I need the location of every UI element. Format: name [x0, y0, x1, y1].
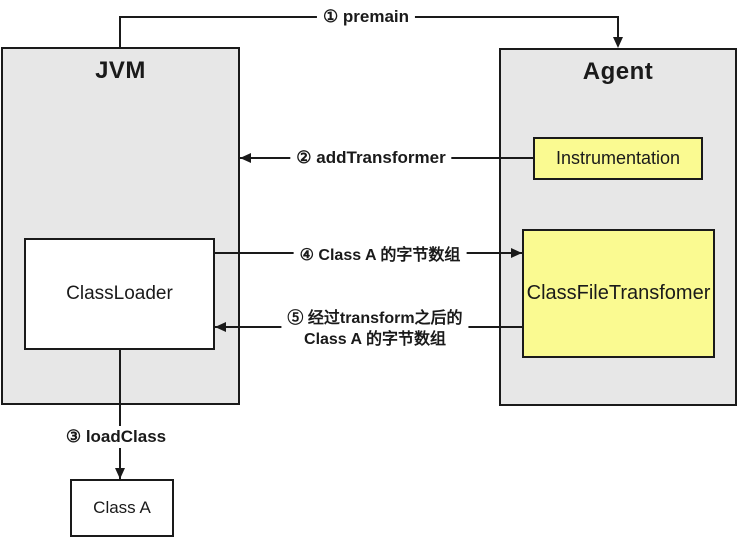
class-a-node-label: Class A	[93, 498, 151, 517]
transformed-bytes-label-line1: ⑤ 经过transform之后的	[287, 310, 463, 327]
classloader-node: ClassLoader	[24, 238, 215, 350]
class-a-node: Class A	[70, 479, 174, 537]
load-class-arrowhead-down-icon	[115, 468, 125, 479]
premain-arrow-label: ① premain	[316, 6, 416, 28]
classloader-node-label: ClassLoader	[66, 283, 173, 304]
jvm-title: JVM	[95, 57, 146, 84]
transformed-bytes-arrow-label: ⑤ 经过transform之后的 Class A 的字节数组	[281, 307, 469, 351]
agent-title: Agent	[582, 58, 654, 85]
class-a-bytes-arrow-label: ④ Class A 的字节数组	[293, 240, 467, 266]
class-file-transformer-node-label: ClassFileTransfomer	[526, 282, 711, 304]
instrumentation-node: Instrumentation	[533, 137, 703, 180]
transformed-bytes-arrowhead-left-icon	[215, 322, 226, 332]
load-class-arrow-line	[119, 349, 121, 479]
premain-arrow-line-jvm-vertical	[119, 16, 121, 47]
load-class-arrow-label: ③ loadClass	[59, 426, 173, 448]
transformed-bytes-label-line2: Class A 的字节数组	[304, 331, 446, 348]
add-transformer-arrowhead-left-icon	[240, 153, 251, 163]
instrumentation-node-label: Instrumentation	[555, 148, 681, 168]
add-transformer-arrow-label: ② addTransformer	[290, 147, 452, 169]
premain-arrow-line-agent-vertical	[617, 16, 619, 42]
premain-arrowhead-down-icon	[613, 37, 623, 48]
class-file-transformer-node: ClassFileTransfomer	[522, 229, 715, 358]
class-a-bytes-arrowhead-right-icon	[511, 248, 522, 258]
